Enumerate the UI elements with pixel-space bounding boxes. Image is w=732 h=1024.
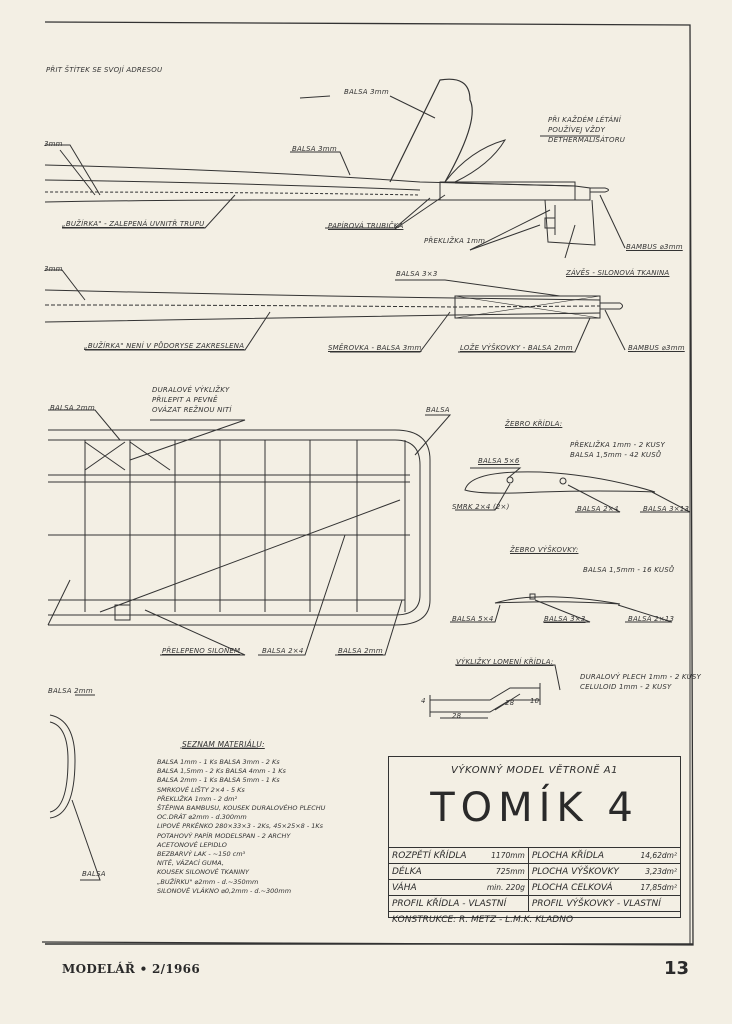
wing-rib-drawing: [455, 467, 691, 513]
spec-row: VÁHA min. 220g PLOCHA CELKOVÁ 17,85dm²: [389, 879, 680, 896]
spec-label: DÉLKA: [389, 863, 479, 880]
materials-list: BALSA 1mm - 1 Ks BALSA 3mm - 2 Ks BALSA …: [157, 758, 325, 896]
material-line: SILONOVÉ VLÁKNO ⌀0,2mm - d.~300mm: [157, 886, 292, 895]
label-balsa-tip-detail: BALSA: [82, 870, 106, 878]
dim-28-b: 28: [505, 699, 515, 707]
label-buzirka-not-drawn: „BUŽÍRKA" NENÍ V PŮDORYSE ZAKRESLENA: [84, 342, 245, 350]
material-line: PŘEKLIŽKA 1mm - 2 dm²: [157, 794, 238, 803]
label-pine-2x4: SMRK 2×4 (2×): [452, 503, 510, 511]
label-3mm-bottom: 3mm: [44, 265, 63, 273]
label-bamboo-2: BAMBUS ⌀3mm: [628, 344, 685, 352]
spec-value: min. 220g: [478, 879, 529, 896]
material-line: BEZBARVÝ LAK - ~150 cm³: [157, 850, 246, 859]
material-line: ACETONOVÉ LEPIDLO: [157, 840, 227, 849]
title-block: VÝKONNÝ MODEL VĚTRONĚ A1 TOMÍK 4 ROZPĚTÍ…: [388, 756, 681, 927]
dim-4: 4: [421, 697, 426, 705]
label-balsa-tip: BALSA: [426, 406, 450, 414]
label-rudder: SMĚROVKA - BALSA 3mm: [328, 344, 422, 352]
materials-heading: SEZNAM MATERIÁLU:: [182, 740, 265, 749]
stab-rib-drawing: [450, 593, 673, 623]
spec-label: ROZPĚTÍ KŘÍDLA: [389, 847, 479, 864]
label-bamboo-1: BAMBUS ⌀3mm: [626, 243, 683, 251]
label-balsa-fuselage: BALSA 3mm: [292, 145, 337, 153]
spec-label: PLOCHA VÝŠKOVKY: [528, 863, 633, 880]
label-balsa-3x3-rib: BALSA 3×3: [544, 615, 586, 623]
magazine-issue: MODELÁŘ • 2/1966: [62, 962, 200, 976]
spec-table: ROZPĚTÍ KŘÍDLA 1170mm PLOCHA KŘÍDLA 14,6…: [389, 847, 680, 927]
spec-label: PLOCHA KŘÍDLA: [528, 847, 633, 864]
label-dihedral-joiners: VÝKLIŽKY LOMENÍ KŘÍDLA:: [456, 658, 554, 666]
spec-row: PROFIL KŘÍDLA - VLASTNÍ PROFIL VÝŠKOVKY …: [389, 895, 680, 912]
label-balsa-5x6: BALSA 5×6: [478, 457, 520, 465]
label-stab-bed: LOŽE VÝŠKOVKY - BALSA 2mm: [460, 344, 573, 352]
label-hinge: ZÁVĚS - SILONOVÁ TKANINA: [566, 269, 670, 277]
label-balsa-3x3: BALSA 3×3: [396, 270, 438, 278]
wing-tip-detail: [49, 694, 101, 881]
material-line: „BUŽÍRKU" ⌀2mm - d.~350mm: [157, 877, 259, 886]
label-balsa-2mm-wing: BALSA 2mm: [50, 404, 95, 412]
spec-row: KONSTRUKCE: R. METZ - L.M.K. KLADNO: [389, 911, 680, 927]
label-wing-rib: ŽEBRO KŘÍDLA:: [505, 420, 563, 428]
label-balsa-2mm-tip: BALSA 2mm: [48, 687, 93, 695]
dihedral-joiner-drawing: [429, 664, 561, 719]
fuselage-side-view: [44, 78, 626, 259]
fuselage-top-view: [44, 269, 626, 353]
dim-10: 10: [530, 697, 540, 705]
label-3mm-top: 3mm: [44, 140, 63, 148]
label-balsa-2mm-te: BALSA 2mm: [338, 647, 383, 655]
label-balsa-3x13: BALSA 3×13: [643, 505, 690, 513]
material-line: BALSA 1mm - 1 Ks BALSA 3mm - 2 Ks: [157, 758, 280, 766]
spec-label: VÁHA: [389, 879, 479, 896]
spec-row: ROZPĚTÍ KŘÍDLA 1170mm PLOCHA KŘÍDLA 14,6…: [389, 847, 680, 864]
page-number: 13: [664, 958, 690, 979]
model-name: TOMÍK 4: [430, 785, 639, 831]
material-line: ŠTĚPINA BAMBUSU, KOUSEK DURALOVÉHO PLECH…: [157, 804, 326, 813]
material-line: BALSA 2mm - 1 Ks BALSA 5mm - 1 Ks: [157, 776, 280, 785]
material-line: SMRKOVÉ LIŠTY 2×4 - 5 Ks: [157, 785, 245, 794]
material-line: POTAHOVÝ PAPÍR MODELSPAN - 2 ARCHY: [157, 831, 291, 840]
spec-row: DÉLKA 725mm PLOCHA VÝŠKOVKY 3,23dm²: [389, 863, 680, 880]
material-line: NITĚ, VÁZACÍ GUMA,: [157, 859, 224, 868]
spec-value: 3,23dm²: [632, 863, 680, 880]
label-plywood-1mm: PŘEKLIŽKA 1mm: [424, 237, 486, 245]
material-line: BALSA 1,5mm - 2 Ks BALSA 4mm - 1 Ks: [157, 767, 286, 776]
label-buzirka-glued: „BUŽÍRKA" - ZALEPENÁ UVNITŘ TRUPU: [62, 220, 205, 228]
spec-value: 725mm: [478, 863, 529, 880]
material-line: KOUSEK SILONOVÉ TKANINY: [157, 868, 249, 877]
spec-value: 14,62dm²: [632, 847, 680, 864]
spec-label: PLOCHA CELKOVÁ: [528, 879, 633, 896]
label-balsa-5x4: BALSA 5×4: [452, 615, 494, 623]
label-balsa-fin: BALSA 3mm: [344, 88, 389, 96]
label-stab-rib: ŽEBRO VÝŠKOVKY:: [510, 546, 579, 554]
label-nylon-covered: PŘELEPENO SILONEM: [162, 647, 241, 655]
label-balsa-2x13: BALSA 2×13: [628, 615, 675, 623]
material-line: OC.DRÁT ⌀2mm - d.300mm: [157, 813, 247, 822]
model-subtitle: VÝKONNÝ MODEL VĚTRONĚ A1: [451, 765, 618, 776]
label-stab-rib-material: BALSA 1,5mm - 16 KUSŮ: [583, 566, 675, 574]
label-balsa-2x4: BALSA 2×4: [262, 647, 304, 655]
label-name-plate: PŘIT ŠTÍTEK SE SVOJÍ ADRESOU: [46, 66, 163, 74]
construction-credit: KONSTRUKCE: R. METZ - L.M.K. KLADNO: [389, 911, 680, 927]
spec-label: PROFIL VÝŠKOVKY - VLASTNÍ: [528, 895, 680, 912]
dim-28-a: 28: [452, 712, 462, 720]
spec-value: 1170mm: [478, 847, 529, 864]
material-line: LIPOVÉ PRKÉNKO 280×33×3 - 2Ks, 45×25×8 -…: [157, 822, 324, 831]
wing-plan-view: [47, 409, 452, 656]
spec-label: PROFIL KŘÍDLA - VLASTNÍ: [389, 895, 529, 912]
fin: [389, 78, 473, 183]
spec-value: 17,85dm²: [632, 879, 680, 896]
label-paper-tube: PAPÍROVÁ TRUBIČKA: [328, 222, 404, 230]
label-rib-balsa-2x4: BALSA 2×4: [577, 505, 619, 513]
